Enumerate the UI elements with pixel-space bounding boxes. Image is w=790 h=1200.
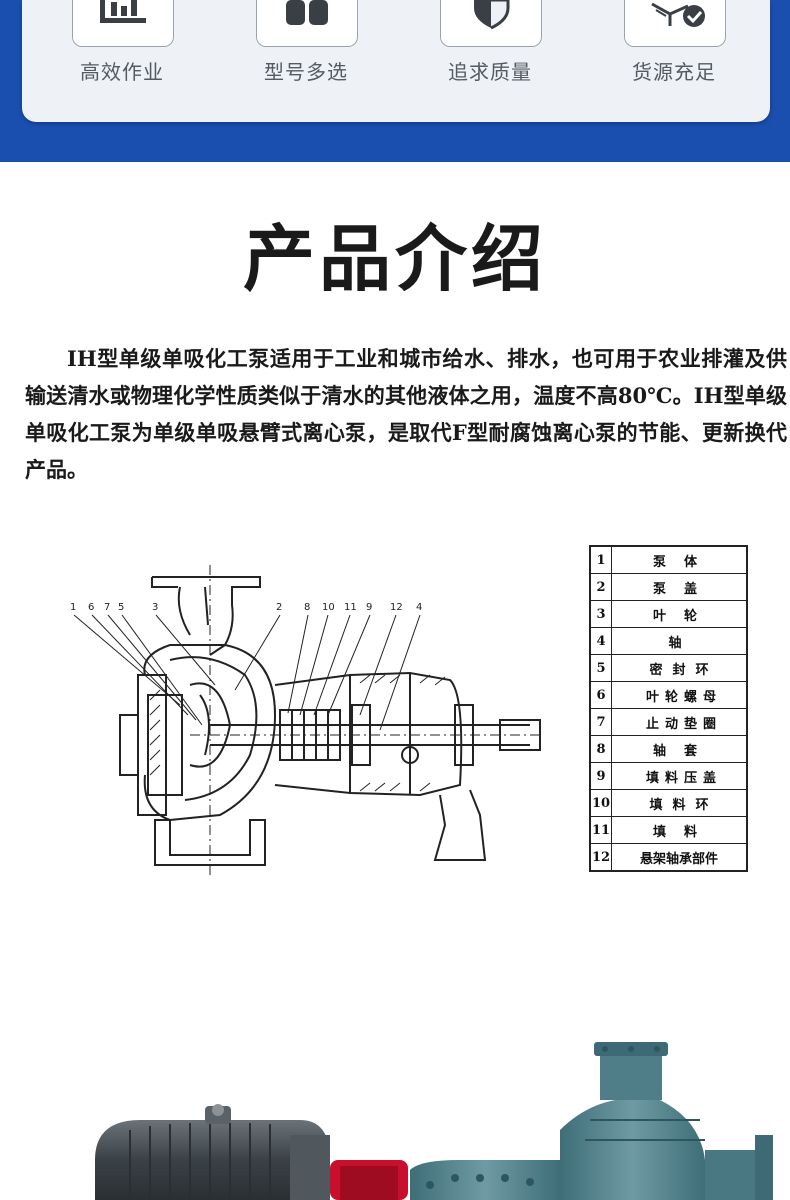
diagram-callout: 12	[390, 602, 403, 613]
part-number: 9	[589, 762, 612, 790]
box-check-icon	[651, 2, 705, 27]
part-number: 12	[589, 843, 612, 872]
feature-banner: 高效作业 型号多选 追求质量	[0, 0, 790, 162]
diagram-callout: 8	[304, 602, 310, 613]
diagram-callout: 9	[366, 602, 372, 613]
feature-quality: 追求质量	[426, 0, 554, 110]
pump-product-photo	[95, 1042, 773, 1200]
part-number: 1	[589, 545, 612, 574]
feature-label: 货源充足	[632, 60, 716, 84]
bar-chart-icon	[100, 0, 146, 23]
part-name: 密封环	[611, 654, 748, 682]
part-number: 8	[589, 735, 612, 763]
part-number: 2	[589, 573, 612, 601]
part-name: 填料	[611, 816, 748, 844]
part-name: 泵体	[611, 545, 748, 574]
diagram-callout: 1	[70, 602, 76, 613]
feature-label: 高效作业	[80, 60, 164, 84]
part-number: 4	[589, 627, 612, 655]
part-number: 3	[589, 600, 612, 628]
centrifugal-pump	[410, 1042, 773, 1200]
pump-cross-section-diagram: 1 6 7 5 3 2 8 10 11 9 12 4	[70, 565, 541, 875]
diagram-callout: 11	[344, 602, 357, 613]
part-name: 悬架轴承部件	[611, 843, 748, 872]
diagram-callout: 6	[88, 602, 94, 613]
part-number: 6	[589, 681, 612, 709]
diagram-callout: 10	[322, 602, 335, 613]
part-name: 轴套	[611, 735, 748, 763]
part-name: 轴	[611, 627, 748, 655]
feature-models: 型号多选	[242, 0, 370, 110]
diagram-callout: 7	[104, 602, 110, 613]
feature-efficient: 高效作业	[58, 0, 186, 110]
diagram-callout: 4	[416, 602, 422, 613]
part-number: 10	[589, 789, 612, 817]
feature-icon-box	[256, 0, 358, 47]
part-number: 5	[589, 654, 612, 682]
part-number: 7	[589, 708, 612, 736]
part-name: 叶轮	[611, 600, 748, 628]
part-number: 11	[589, 816, 612, 844]
diagram-callout: 5	[118, 602, 124, 613]
part-name: 止动垫圈	[611, 708, 748, 736]
diagram-callout: 2	[276, 602, 282, 613]
feature-card: 高效作业 型号多选 追求质量	[22, 0, 770, 122]
red-coupling	[330, 1160, 408, 1200]
section-title: 产品介绍	[242, 217, 547, 301]
electric-motor	[95, 1104, 330, 1200]
feature-supply: 货源充足	[610, 0, 738, 110]
part-name: 泵盖	[611, 573, 748, 601]
shield-icon	[474, 0, 510, 30]
feature-label: 型号多选	[264, 60, 348, 84]
grid-icon	[286, 0, 328, 25]
intro-paragraph: IH型单级单吸化工泵适用于工业和城市给水、排水，也可用于农业排灌及供输送清水或物…	[25, 346, 787, 482]
diagram-callout: 3	[152, 602, 158, 613]
part-name: 填料环	[611, 789, 748, 817]
part-name: 填料压盖	[611, 762, 748, 790]
feature-icon-box	[624, 0, 726, 47]
part-name: 叶轮螺母	[611, 681, 748, 709]
feature-icon-box	[72, 0, 174, 47]
feature-icon-box	[440, 0, 542, 47]
feature-label: 追求质量	[448, 60, 532, 84]
